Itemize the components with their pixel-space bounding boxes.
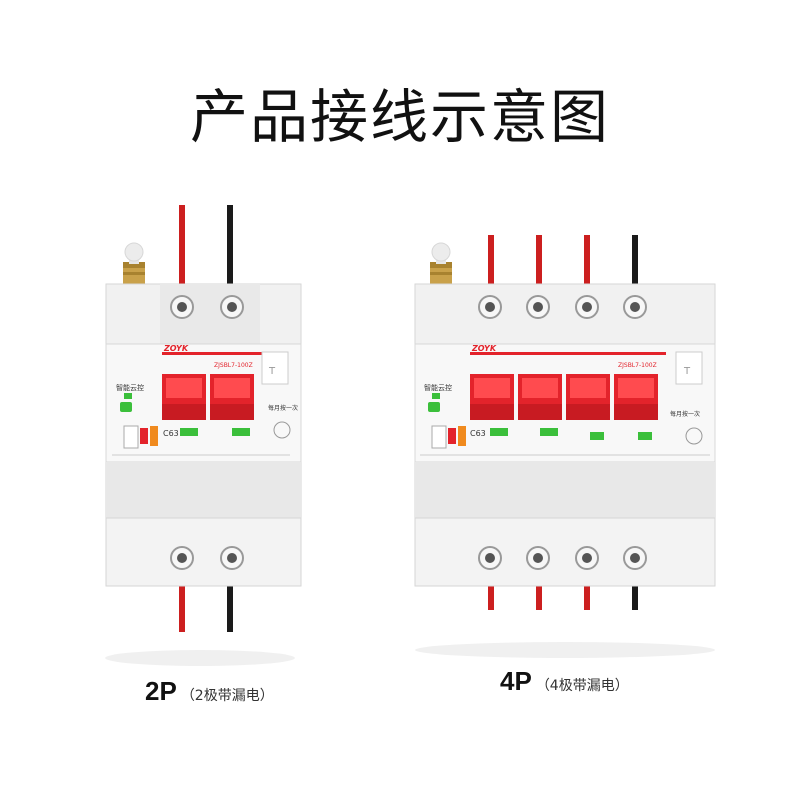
wire-top-l2 bbox=[536, 235, 542, 295]
wire-top-l3 bbox=[584, 235, 590, 295]
svg-text:智能云控: 智能云控 bbox=[424, 383, 452, 392]
wire-bottom-neutral bbox=[227, 580, 233, 632]
caption-4p: 4P（4极带漏电） bbox=[500, 666, 629, 697]
svg-text:每月按一次: 每月按一次 bbox=[670, 410, 700, 418]
wire-bottom-l3 bbox=[584, 580, 590, 610]
wire-bottom-l2 bbox=[536, 580, 542, 610]
svg-text:C63: C63 bbox=[470, 429, 486, 438]
wire-top-n bbox=[632, 235, 638, 295]
svg-text:ZOYK: ZOYK bbox=[471, 344, 497, 353]
wire-bottom-n bbox=[632, 580, 638, 610]
svg-text:C63: C63 bbox=[163, 429, 179, 438]
svg-text:T: T bbox=[683, 366, 691, 377]
wire-bottom-l1 bbox=[488, 580, 494, 610]
svg-text:每月按一次: 每月按一次 bbox=[268, 404, 298, 412]
svg-text:ZJSBL7-100Z: ZJSBL7-100Z bbox=[214, 362, 253, 369]
svg-text:ZOYK: ZOYK bbox=[163, 344, 189, 353]
caption-2p-main: 2P bbox=[145, 676, 177, 706]
svg-text:T: T bbox=[268, 366, 276, 377]
caption-4p-main: 4P bbox=[500, 666, 532, 696]
wire-top-l1 bbox=[488, 235, 494, 295]
caption-2p-sub: （2极带漏电） bbox=[180, 688, 274, 704]
wire-top-neutral bbox=[227, 205, 233, 285]
wire-bottom-live bbox=[179, 580, 185, 632]
caption-2p: 2P（2极带漏电） bbox=[145, 676, 274, 707]
wire-top-live bbox=[179, 205, 185, 285]
caption-4p-sub: （4极带漏电） bbox=[535, 678, 629, 694]
svg-text:智能云控: 智能云控 bbox=[116, 383, 144, 392]
page-title: 产品接线示意图 bbox=[189, 83, 610, 151]
svg-text:ZJSBL7-100Z: ZJSBL7-100Z bbox=[618, 362, 657, 369]
